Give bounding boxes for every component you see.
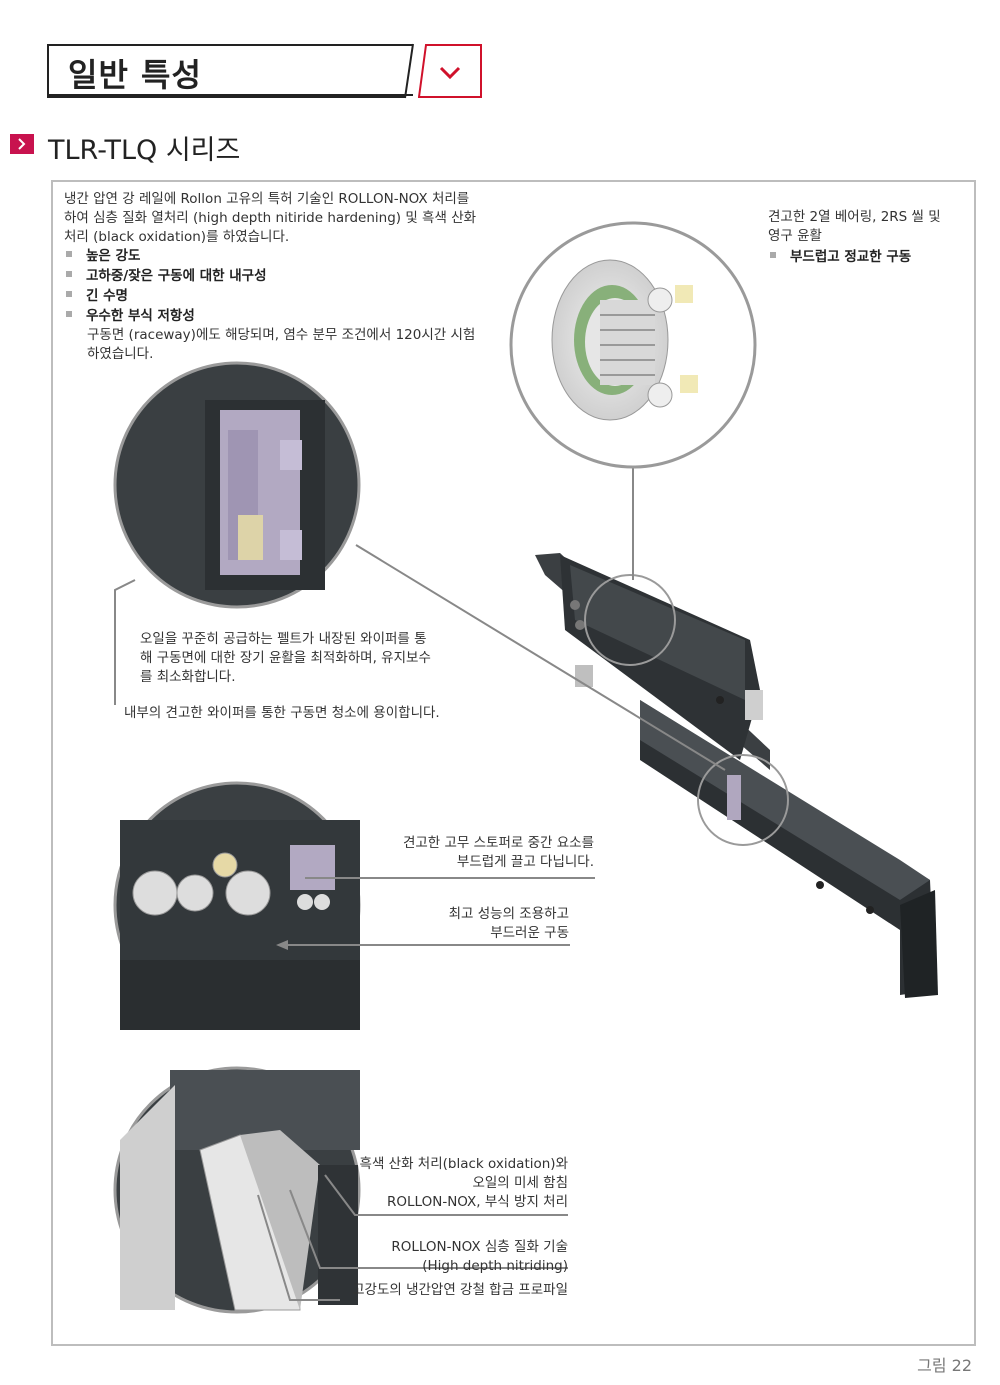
wiper-line: 해 구동면에 대한 장기 윤활을 최적화하며, 유지보수 [140, 650, 431, 666]
corrosion-note: 구동면 (raceway)에도 해당되며, 염수 분무 조건에서 120시간 시… [87, 326, 475, 364]
bearing-bullet: 부드럽고 정교한 구동 [770, 247, 911, 267]
stopper-detail [113, 781, 361, 1030]
stopper-text: 견고한 고무 스토퍼로 중간 요소를 부드럽게 끌고 다닙니다. [340, 834, 594, 872]
header-title-box [47, 44, 413, 96]
oxidation-line: ROLLON-NOX, 부식 방지 처리 [387, 1194, 568, 1210]
performance-line: 최고 성능의 조용하고 [448, 906, 569, 922]
page-title: 일반 특성 [68, 56, 202, 94]
bearing-line: 영구 윤활 [768, 228, 822, 244]
zoom-marker-wiper [697, 754, 789, 846]
wiper-line: 오일을 꾸준히 공급하는 펠트가 내장된 와이퍼를 통 [140, 631, 427, 647]
stopper-line: 부드럽게 끌고 다닙니다. [456, 854, 594, 870]
zoom-marker-bearing [584, 574, 676, 666]
stopper-line: 견고한 고무 스토퍼로 중간 요소를 [402, 835, 594, 851]
wiper-note: 내부의 견고한 와이퍼를 통한 구동면 청소에 용이합니다. [124, 705, 440, 721]
intro-line: 냉간 압연 강 레일에 Rollon 고유의 특허 기술인 ROLLON-NOX… [64, 191, 470, 207]
oxidation-line: 오일의 미세 함침 [472, 1175, 568, 1191]
chevron-down-icon [439, 66, 461, 80]
wiper-detail [113, 361, 361, 609]
note-line: 구동면 (raceway)에도 해당되며, 염수 분무 조건에서 120시간 시… [87, 327, 476, 343]
section-toggle-button[interactable] [418, 44, 482, 98]
wiper-text: 오일을 꾸준히 공급하는 펠트가 내장된 와이퍼를 통 해 구동면에 대한 장기… [140, 630, 431, 687]
list-item: 긴 수명 [66, 286, 267, 306]
section-title: TLR-TLQ 시리즈 [48, 135, 241, 166]
figure-label: 그림 22 [917, 1356, 972, 1375]
intro-line: 처리 (black oxidation)를 하였습니다. [64, 229, 290, 245]
header-decoration [47, 43, 414, 99]
profile-text: 고강도의 냉간압연 강철 합금 프로파일 [352, 1282, 568, 1298]
list-item: 우수한 부식 저항성 [66, 306, 267, 326]
list-item: 높은 강도 [66, 246, 267, 266]
bearing-detail [509, 221, 757, 469]
nitriding-line: ROLLON-NOX 심층 질화 기술 [391, 1239, 568, 1255]
performance-line: 부드러운 구동 [490, 925, 569, 941]
intro-line: 하여 심층 질화 열처리 (high depth nitiride harden… [64, 210, 477, 226]
wiper-line: 를 최소화합니다. [140, 669, 236, 685]
feature-list: 높은 강도 고하중/잦은 구동에 대한 내구성 긴 수명 우수한 부식 저항성 [66, 246, 267, 326]
telescopic-rail [535, 553, 938, 998]
note-line: 하였습니다. [87, 346, 154, 362]
section-marker [10, 134, 34, 154]
nitriding-text: ROLLON-NOX 심층 질화 기술 (High depth nitridin… [300, 1238, 568, 1276]
list-item: 고하중/잦은 구동에 대한 내구성 [66, 266, 267, 286]
chevron-right-icon [18, 138, 26, 150]
oxidation-line: 흑색 산화 처리(black oxidation)와 [359, 1156, 568, 1172]
figure-frame [51, 180, 976, 1346]
bearing-text: 견고한 2열 베어링, 2RS 씰 및 영구 윤활 [768, 208, 941, 246]
intro-text: 냉간 압연 강 레일에 Rollon 고유의 특허 기술인 ROLLON-NOX… [64, 190, 476, 247]
bearing-line: 견고한 2열 베어링, 2RS 씰 및 [768, 209, 941, 225]
nitriding-line: (High depth nitriding) [422, 1258, 568, 1274]
profile-detail [113, 1066, 361, 1314]
oxidation-text: 흑색 산화 처리(black oxidation)와 오일의 미세 함침 ROL… [300, 1155, 568, 1212]
performance-text: 최고 성능의 조용하고 부드러운 구동 [340, 905, 569, 943]
